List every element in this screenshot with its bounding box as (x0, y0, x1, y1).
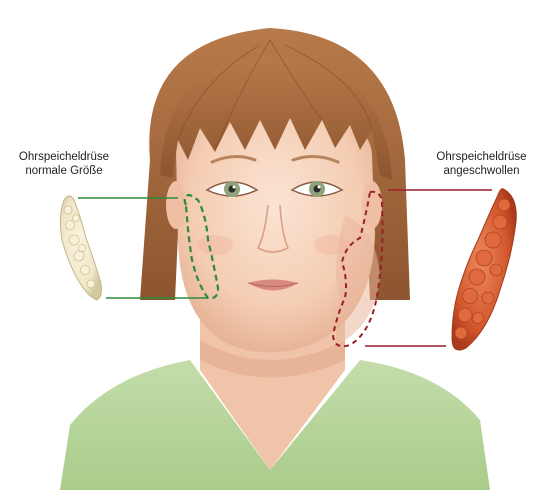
swollen-parotid-gland-icon (452, 189, 516, 350)
label-swollen-gland: Ohrspeicheldrüse angeschwollen (420, 150, 543, 178)
label-normal-line2: normale Größe (6, 164, 122, 178)
normal-parotid-gland-icon (60, 196, 101, 300)
label-normal-line1: Ohrspeicheldrüse (6, 150, 122, 164)
label-swollen-line1: Ohrspeicheldrüse (420, 150, 543, 164)
left-ear (166, 181, 186, 229)
label-swollen-line2: angeschwollen (420, 164, 543, 178)
label-normal-gland: Ohrspeicheldrüse normale Größe (6, 150, 122, 178)
